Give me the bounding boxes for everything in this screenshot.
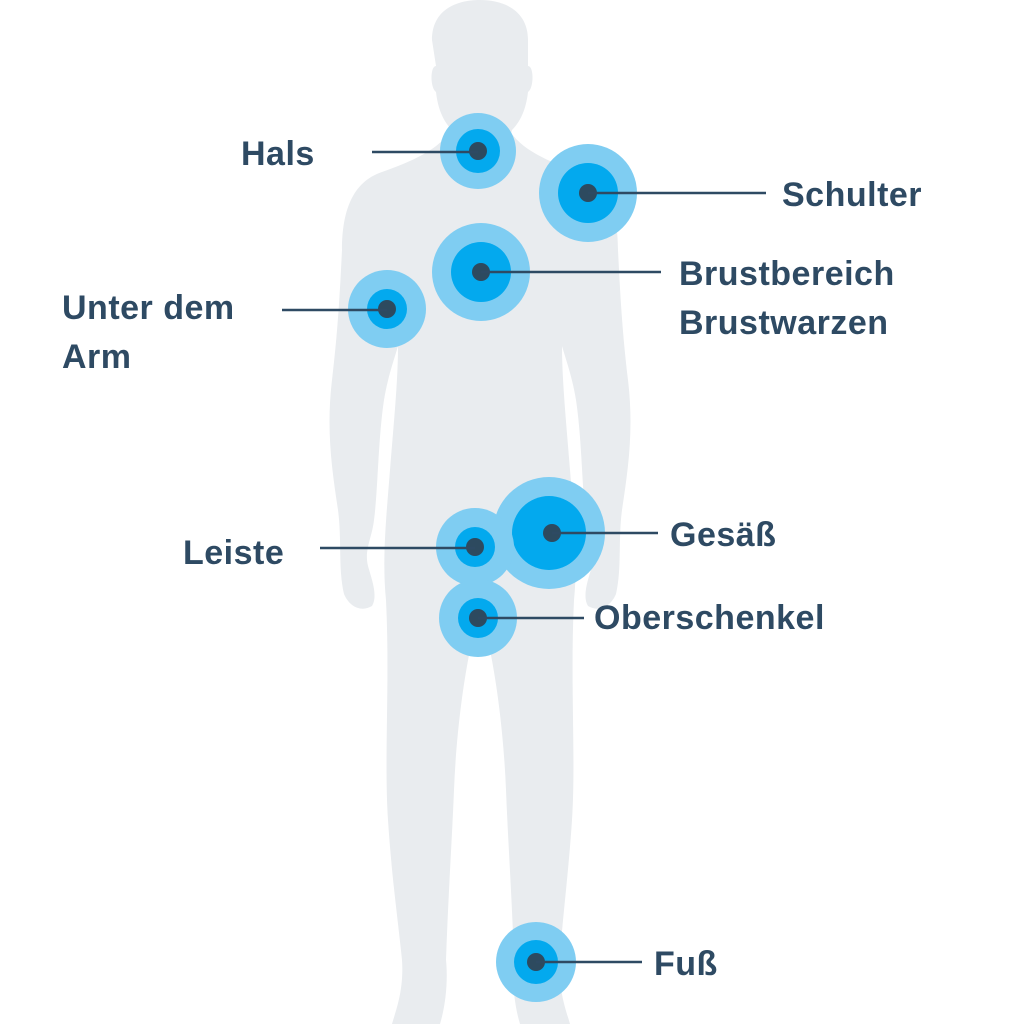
marker-gesaess	[493, 477, 605, 589]
label-oberschenkel: Oberschenkel	[594, 599, 825, 637]
label-arm-line1: Unter dem	[62, 289, 235, 327]
label-fuss: Fuß	[654, 945, 718, 983]
label-leiste: Leiste	[183, 534, 284, 572]
label-gesaess: Gesäß	[670, 516, 776, 554]
label-arm-line2: Arm	[62, 338, 132, 376]
label-brust-line1: Brustbereich	[679, 255, 895, 293]
label-brust-line2: Brustwarzen	[679, 304, 889, 342]
label-schulter: Schulter	[782, 176, 922, 214]
head	[431, 0, 533, 150]
label-hals: Hals	[241, 135, 315, 173]
